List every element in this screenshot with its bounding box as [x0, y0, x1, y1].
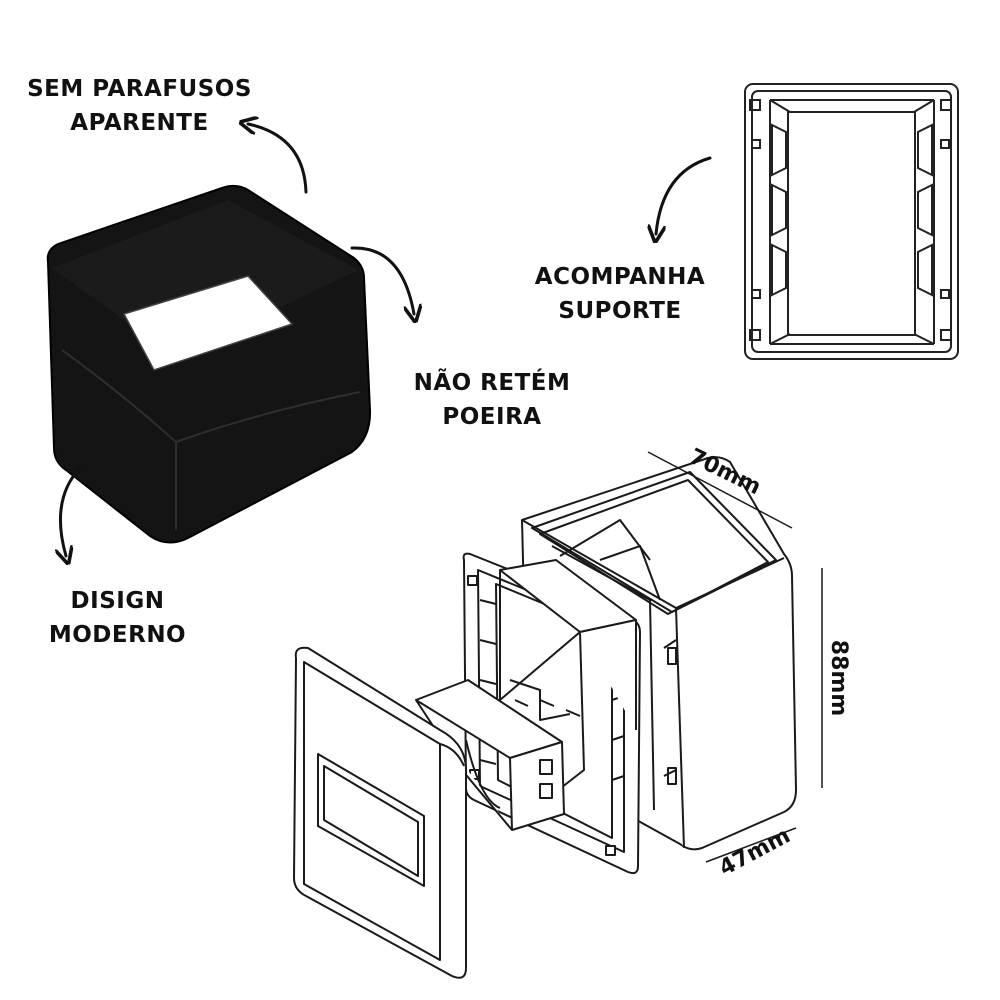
arrow-acompanha — [656, 156, 712, 234]
callout-acompanha-line2: SUPORTE — [558, 298, 682, 324]
dimension-height-label: 88mm — [826, 640, 851, 716]
callout-design-line1: DISIGN — [70, 588, 165, 614]
dimension-lines — [647, 451, 823, 863]
arrow-design — [60, 466, 82, 556]
callout-acompanha: ACOMPANHA SUPORTE — [520, 260, 720, 328]
callout-nao-retem: NÃO RETÉM POEIRA — [402, 366, 582, 434]
black-electrical-box — [46, 184, 372, 544]
callout-sem-parafusos-line2: APARENTE — [70, 110, 209, 136]
callout-design: DISIGN MODERNO — [30, 584, 205, 652]
support-frame-drawing — [744, 83, 959, 360]
window-cutout — [122, 275, 294, 371]
callout-sem-parafusos-line1: SEM PARAFUSOS — [27, 76, 252, 102]
callout-sem-parafusos: SEM PARAFUSOS APARENTE — [22, 72, 257, 140]
front-plate — [293, 646, 467, 979]
exploded-view-drawing — [293, 451, 823, 979]
arrow-nao-retem — [350, 246, 414, 314]
arrow-sem-parafusos — [248, 124, 308, 194]
callout-acompanha-line1: ACOMPANHA — [534, 264, 706, 290]
callout-nao-retem-line2: POEIRA — [442, 404, 542, 430]
callout-nao-retem-line1: NÃO RETÉM — [413, 370, 571, 396]
callout-design-line2: MODERNO — [48, 622, 187, 648]
